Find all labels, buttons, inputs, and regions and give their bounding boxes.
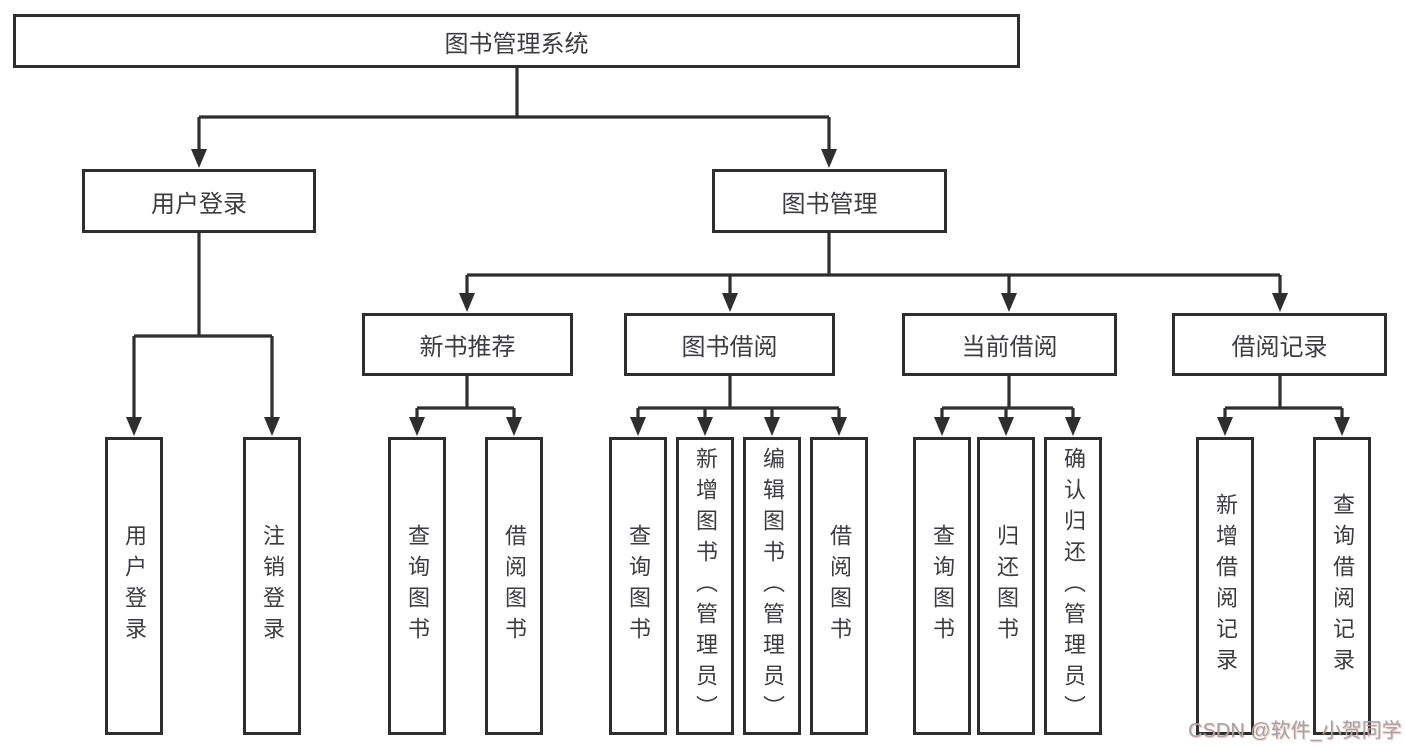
arrowhead — [1001, 293, 1017, 312]
leaf-add-borrow-record: 新增借阅记录 — [1196, 437, 1254, 735]
node-user-login: 用户登录 — [82, 169, 316, 233]
node-label: 当前借阅 — [961, 334, 1058, 361]
leaf-edit-book-admin: 编辑图书（管理员） — [743, 437, 801, 735]
leaf-query-books-current: 查询图书 — [913, 437, 971, 735]
node-label: 借阅图书 — [827, 524, 852, 648]
arrowhead — [1065, 417, 1081, 436]
leaf-query-books-recommend: 查询图书 — [388, 437, 446, 735]
arrowhead — [764, 417, 780, 436]
leaf-query-borrow-record: 查询借阅记录 — [1313, 437, 1371, 735]
connector-current-borrow-to-leaves — [940, 374, 1075, 421]
node-label: 确认归还（管理员） — [1061, 446, 1086, 726]
arrowhead — [934, 417, 950, 436]
node-label: 编辑图书（管理员） — [760, 446, 785, 726]
node-label: 用户登录 — [122, 524, 147, 648]
node-label: 查询图书 — [626, 524, 651, 648]
node-label: 归还图书 — [994, 524, 1019, 648]
connector-book-management-to-level3 — [465, 231, 1282, 297]
node-label: 借阅图书 — [502, 524, 527, 648]
arrowhead — [126, 417, 142, 436]
arrowhead — [722, 293, 738, 312]
node-current-borrow: 当前借阅 — [902, 313, 1117, 376]
arrowhead — [998, 417, 1014, 436]
leaf-query-books-borrow: 查询图书 — [609, 437, 667, 735]
connector-borrow-records-to-leaves — [1223, 374, 1344, 421]
leaf-confirm-return-admin: 确认归还（管理员） — [1044, 437, 1102, 735]
arrowhead — [409, 417, 425, 436]
arrowhead — [1334, 417, 1350, 436]
leaf-return-book: 归还图书 — [977, 437, 1035, 735]
connector-root-to-level2 — [197, 66, 831, 153]
arrowhead — [697, 417, 713, 436]
node-borrow-records: 借阅记录 — [1172, 313, 1387, 376]
node-label: 新增借阅记录 — [1213, 493, 1238, 679]
node-label: 查询图书 — [405, 524, 430, 648]
csdn-watermark: CSDN @软件_小贺同学 — [1188, 720, 1402, 742]
node-root: 图书管理系统 — [13, 14, 1020, 68]
arrowhead — [821, 149, 837, 168]
leaf-user-login: 用户登录 — [105, 437, 163, 735]
node-label: 查询借阅记录 — [1330, 493, 1355, 679]
arrowhead — [459, 293, 475, 312]
node-book-borrow: 图书借阅 — [624, 313, 835, 376]
connector-book-borrow-to-leaves — [636, 374, 841, 421]
arrowheads — [126, 149, 1350, 436]
connector-user-login-to-leaves — [132, 231, 274, 421]
connector-new-book-recommend-to-leaves — [415, 374, 516, 421]
node-label: 图书管理 — [781, 190, 878, 218]
node-label: 用户登录 — [151, 190, 247, 218]
leaf-borrow-books: 借阅图书 — [810, 437, 868, 735]
node-label: 图书借阅 — [681, 334, 778, 361]
arrowhead — [630, 417, 646, 436]
node-label: 新增图书（管理员） — [693, 446, 718, 726]
node-book-management: 图书管理 — [712, 169, 947, 233]
node-label: 借阅记录 — [1231, 334, 1328, 361]
leaf-add-book-admin: 新增图书（管理员） — [676, 437, 734, 735]
node-label: 注销登录 — [260, 524, 285, 648]
arrowhead — [831, 417, 847, 436]
arrowhead — [1272, 293, 1288, 312]
arrowhead — [264, 417, 280, 436]
arrowhead — [506, 417, 522, 436]
node-new-book-recommend: 新书推荐 — [362, 313, 573, 376]
node-label: 查询图书 — [930, 524, 955, 648]
arrowhead — [1217, 417, 1233, 436]
leaf-logout: 注销登录 — [243, 437, 301, 735]
arrowhead — [191, 149, 207, 168]
node-label: 图书管理系统 — [444, 30, 589, 58]
leaf-borrow-books-recommend: 借阅图书 — [485, 437, 543, 735]
node-label: 新书推荐 — [419, 334, 516, 361]
